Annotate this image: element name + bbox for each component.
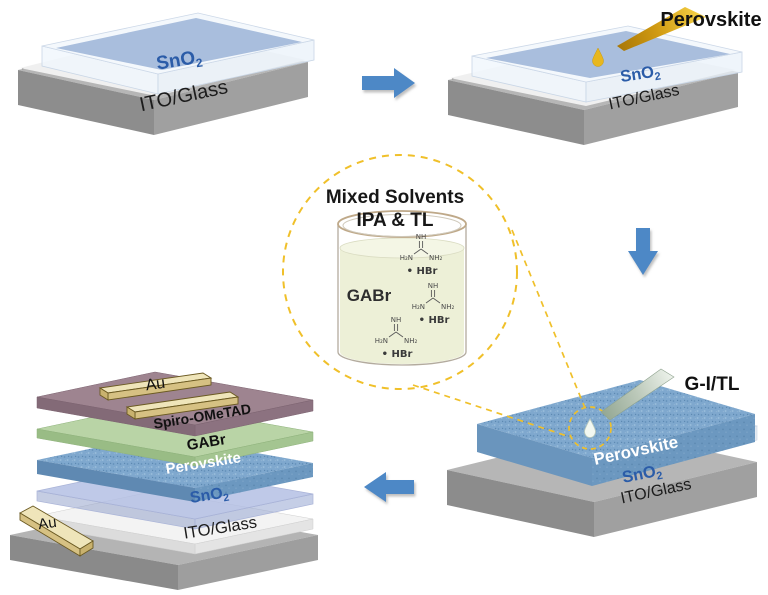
bond-branches — [413, 248, 429, 255]
perovskite-slab-front-right — [592, 414, 755, 486]
substrate-front-face — [594, 462, 757, 537]
pipette-gold — [617, 7, 706, 51]
callout-line-bottom — [412, 384, 571, 438]
perovskite-layer-front-right — [195, 463, 313, 502]
beaker-liquid-surface — [339, 237, 465, 259]
nh-label: NH — [428, 282, 439, 290]
double-bond — [418, 241, 424, 248]
sno2-label: SnO2 — [189, 484, 230, 509]
base-front-face — [178, 535, 318, 590]
double-bond — [430, 290, 436, 297]
step3-panel: Perovskite SnO2 ITO/Glass G-I/TL — [412, 229, 759, 537]
sno2-film-face — [56, 18, 302, 70]
arrow-left-icon — [364, 472, 414, 502]
pipette-sage — [600, 368, 675, 421]
base-left-face — [10, 535, 178, 590]
au-bottom-label: Au — [37, 514, 58, 533]
bond-branches — [425, 297, 441, 304]
device-stack-panel: Au Spiro-OMeTAD GABr Perovskite SnO2 ITO… — [10, 371, 318, 590]
perovskite-layer-front-left — [37, 460, 195, 502]
beaker-liquid — [340, 248, 464, 364]
sno2-label: SnO2 — [619, 62, 662, 89]
bar-end — [79, 540, 94, 557]
beaker-rim-inner — [342, 214, 462, 237]
au-top-label: Au — [144, 375, 166, 395]
gabr-label: GABr — [186, 431, 228, 454]
gi-tl-reagent-label: G-I/TL — [685, 374, 740, 395]
hbr-label: • HBr — [419, 315, 450, 326]
sno2-layer-front-left — [36, 490, 196, 530]
nh2-label: NH₂ — [429, 254, 443, 262]
h2n-label: H₂N — [400, 254, 413, 262]
gold-electrode-bar — [125, 391, 240, 420]
nh-label: NH — [416, 233, 427, 241]
droplet-gold — [592, 47, 604, 67]
inset-title-line1: Mixed Solvents — [326, 187, 464, 208]
nh-label: NH — [391, 316, 402, 324]
step2-panel: Perovskite SnO2 ITO/Glass — [448, 7, 762, 145]
molecule-structure: NH H₂N NH₂ • HBr — [400, 233, 443, 277]
gold-electrode-bar — [98, 372, 213, 401]
h2n-label: H₂N — [412, 303, 425, 311]
substrate-left-face — [448, 80, 584, 145]
arrow-down-icon — [628, 228, 658, 275]
nh2-label: NH₂ — [441, 303, 455, 311]
nh2-label: NH₂ — [404, 337, 418, 345]
gabr-layer-front-left — [36, 428, 196, 467]
gabr-solute-label: GABr — [347, 286, 392, 305]
h2n-label: H₂N — [375, 337, 388, 345]
substrate-left-face — [18, 70, 154, 135]
substrate-front-face — [584, 72, 738, 145]
substrate-front-face — [154, 62, 308, 135]
sno2-label: SnO2 — [155, 47, 204, 77]
solution-inset: Mixed Solvents IPA & TL GABr NH H₂N NH₂ … — [282, 154, 518, 390]
double-bond — [393, 324, 399, 331]
callout-line-top — [511, 229, 586, 409]
molecule-structure: NH H₂N NH₂ • HBr — [412, 282, 455, 326]
beaker-bottom — [337, 351, 467, 366]
callout-small-circle — [568, 406, 612, 450]
step1-panel: SnO2 ITO/Glass — [18, 12, 315, 135]
gold-contact-bar — [19, 505, 94, 557]
bar-end — [126, 406, 136, 420]
sno2-film-face — [486, 31, 730, 78]
bar-end — [99, 387, 109, 401]
substrate-left-face — [447, 470, 594, 537]
molecule-structure: NH H₂N NH₂ • HBr — [375, 316, 418, 360]
inset-title-line2: IPA & TL — [356, 210, 433, 231]
droplet-white — [584, 418, 596, 438]
perovskite-slab-top — [477, 380, 755, 458]
hbr-label: • HBr — [382, 349, 413, 360]
perovskite-slab-front-left — [477, 424, 592, 486]
arrow-right-icon — [362, 68, 415, 98]
perovskite-reagent-label: Perovskite — [660, 9, 761, 31]
callout-big-circle — [282, 154, 518, 390]
hbr-label: • HBr — [407, 266, 438, 277]
bond-branches — [388, 331, 404, 338]
